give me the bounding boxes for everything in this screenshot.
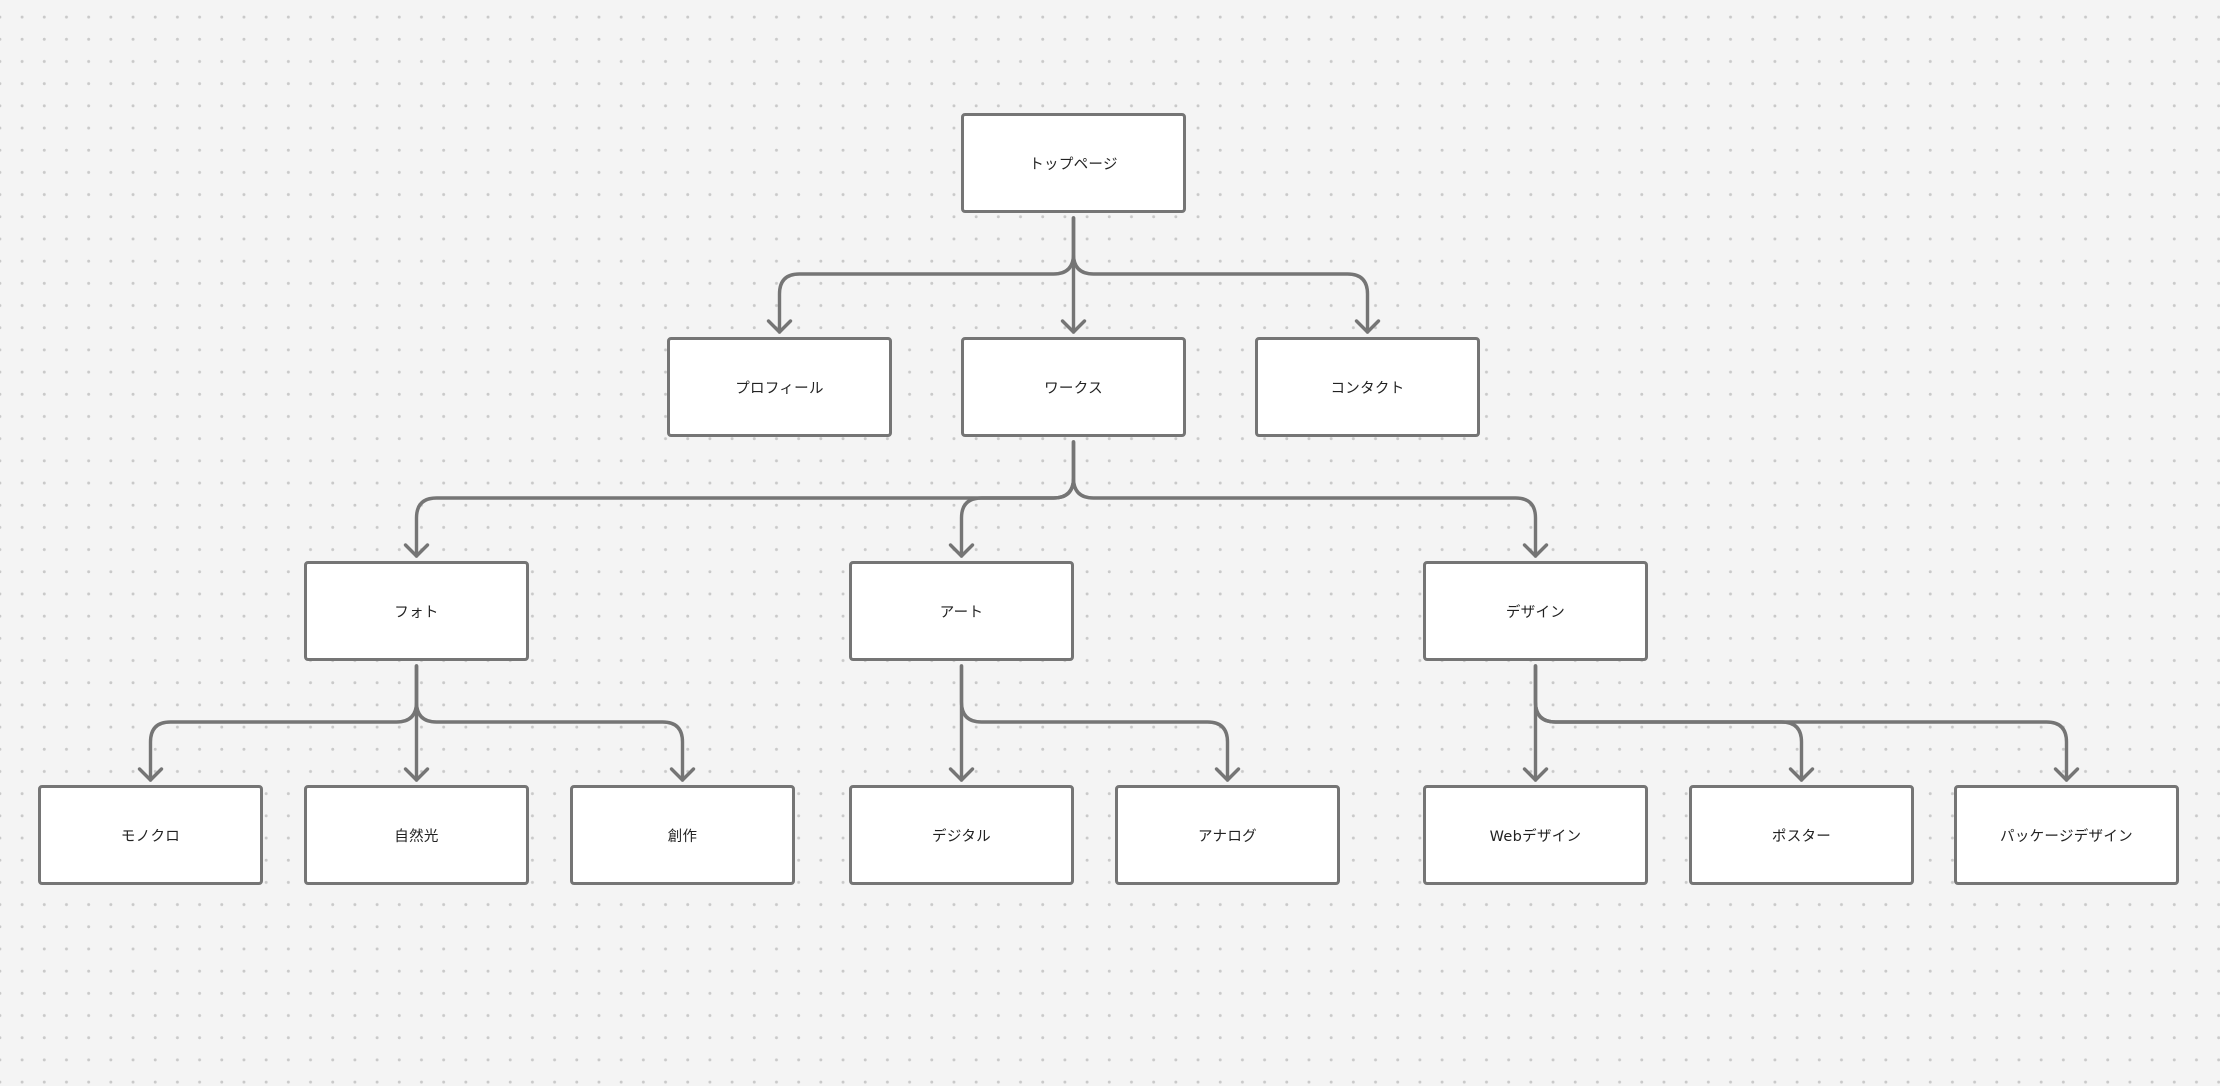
arrowhead-icon [1354, 319, 1381, 334]
node-photo[interactable]: フォト [304, 561, 529, 661]
connector-top-profile [777, 216, 1076, 334]
arrowhead-icon [948, 767, 975, 782]
arrowhead-icon [2053, 767, 2080, 782]
node-label: コンタクト [1330, 380, 1405, 397]
arrowhead-icon [403, 543, 430, 558]
node-label: アナログ [1198, 828, 1257, 845]
connector-design-package [1533, 664, 2069, 782]
node-design[interactable]: デザイン [1423, 561, 1648, 661]
node-label: パッケージデザイン [2000, 828, 2133, 845]
node-web-design[interactable]: Webデザイン [1423, 785, 1648, 885]
node-label: デジタル [932, 828, 991, 845]
arrowhead-icon [948, 543, 975, 558]
node-label: フォト [394, 604, 439, 621]
node-package-design[interactable]: パッケージデザイン [1954, 785, 2179, 885]
node-contact[interactable]: コンタクト [1255, 337, 1480, 437]
connector-photo-mono [148, 664, 419, 782]
connector-works-design [1071, 440, 1538, 558]
arrowhead-icon [1522, 543, 1549, 558]
connector-art-analog [959, 664, 1230, 782]
node-label: 創作 [667, 828, 698, 845]
node-art[interactable]: アート [849, 561, 1074, 661]
arrowhead-icon [766, 319, 793, 334]
node-poster[interactable]: ポスター [1689, 785, 1914, 885]
arrowhead-icon [669, 767, 696, 782]
node-label: ワークス [1044, 380, 1103, 397]
arrowhead-icon [1522, 767, 1549, 782]
node-monochrome[interactable]: モノクロ [38, 785, 263, 885]
node-top-page[interactable]: トップページ [961, 113, 1186, 213]
node-analog[interactable]: アナログ [1115, 785, 1340, 885]
node-label: 自然光 [394, 828, 439, 845]
arrowhead-icon [1060, 319, 1087, 334]
connector-photo-creation [414, 664, 685, 782]
arrowhead-icon [403, 767, 430, 782]
node-label: アート [939, 604, 984, 621]
node-label: Webデザイン [1489, 828, 1582, 845]
node-label: ポスター [1771, 828, 1832, 845]
node-label: トップページ [1029, 156, 1118, 173]
node-works[interactable]: ワークス [961, 337, 1186, 437]
node-label: モノクロ [120, 828, 181, 845]
node-profile[interactable]: プロフィール [667, 337, 892, 437]
node-label: デザイン [1505, 604, 1566, 621]
arrowhead-icon [137, 767, 164, 782]
arrowhead-icon [1788, 767, 1815, 782]
node-digital[interactable]: デジタル [849, 785, 1074, 885]
node-creation[interactable]: 創作 [570, 785, 795, 885]
connector-top-contact [1071, 216, 1370, 334]
connector-works-art [959, 440, 1076, 558]
node-label: プロフィール [735, 380, 824, 397]
node-natural-light[interactable]: 自然光 [304, 785, 529, 885]
arrowhead-icon [1214, 767, 1241, 782]
